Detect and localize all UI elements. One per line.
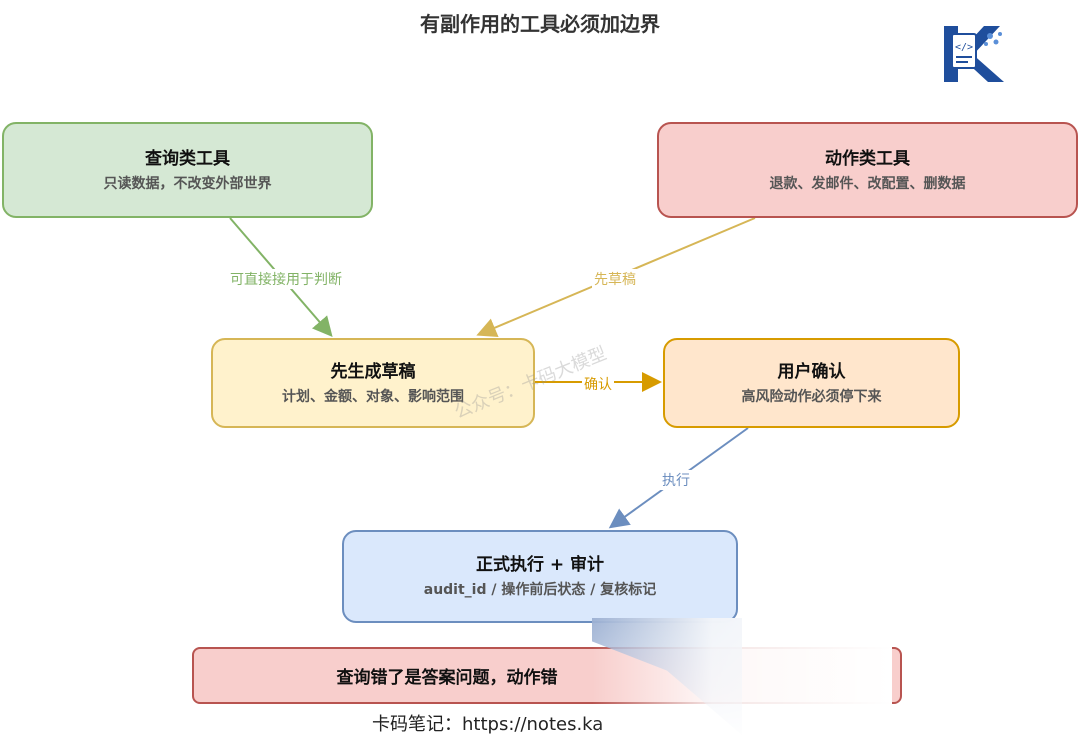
- node-execute-audit: 正式执行 + 审计 audit_id / 操作前后状态 / 复核标记: [342, 530, 738, 623]
- node-subtitle: 只读数据，不改变外部世界: [103, 175, 272, 192]
- k-logo-icon: </>: [944, 24, 1008, 88]
- svg-text:</>: </>: [955, 42, 973, 53]
- warning-text: 查询错了是答案问题，动作错: [336, 668, 558, 688]
- node-subtitle: 高风险动作必须停下来: [741, 388, 882, 405]
- node-title: 先生成草稿: [330, 361, 416, 382]
- node-draft: 先生成草稿 计划、金额、对象、影响范围: [211, 338, 535, 428]
- node-subtitle: 退款、发邮件、改配置、删数据: [769, 175, 966, 192]
- edge-label-query-to-draft: 可直接接用于判断: [228, 269, 344, 289]
- node-user-confirm: 用户确认 高风险动作必须停下来: [663, 338, 960, 428]
- node-query-tools: 查询类工具 只读数据，不改变外部世界: [2, 122, 373, 218]
- node-action-tools: 动作类工具 退款、发邮件、改配置、删数据: [657, 122, 1078, 218]
- footer-link-text: 卡码笔记：https://notes.ka: [372, 714, 604, 735]
- edge-label-action-to-draft: 先草稿: [592, 269, 638, 289]
- diagram-title: 有副作用的工具必须加边界: [420, 12, 660, 36]
- node-title: 动作类工具: [825, 148, 910, 169]
- edge-label-draft-to-confirm: 确认: [582, 374, 614, 394]
- edge-label-confirm-to-execute: 执行: [660, 470, 692, 490]
- node-title: 正式执行 + 审计: [475, 555, 605, 575]
- overlay-fade: [592, 618, 892, 735]
- node-subtitle: 计划、金额、对象、影响范围: [282, 388, 464, 405]
- node-title: 查询类工具: [145, 148, 230, 169]
- node-subtitle: audit_id / 操作前后状态 / 复核标记: [423, 582, 657, 598]
- node-title: 用户确认: [777, 361, 846, 382]
